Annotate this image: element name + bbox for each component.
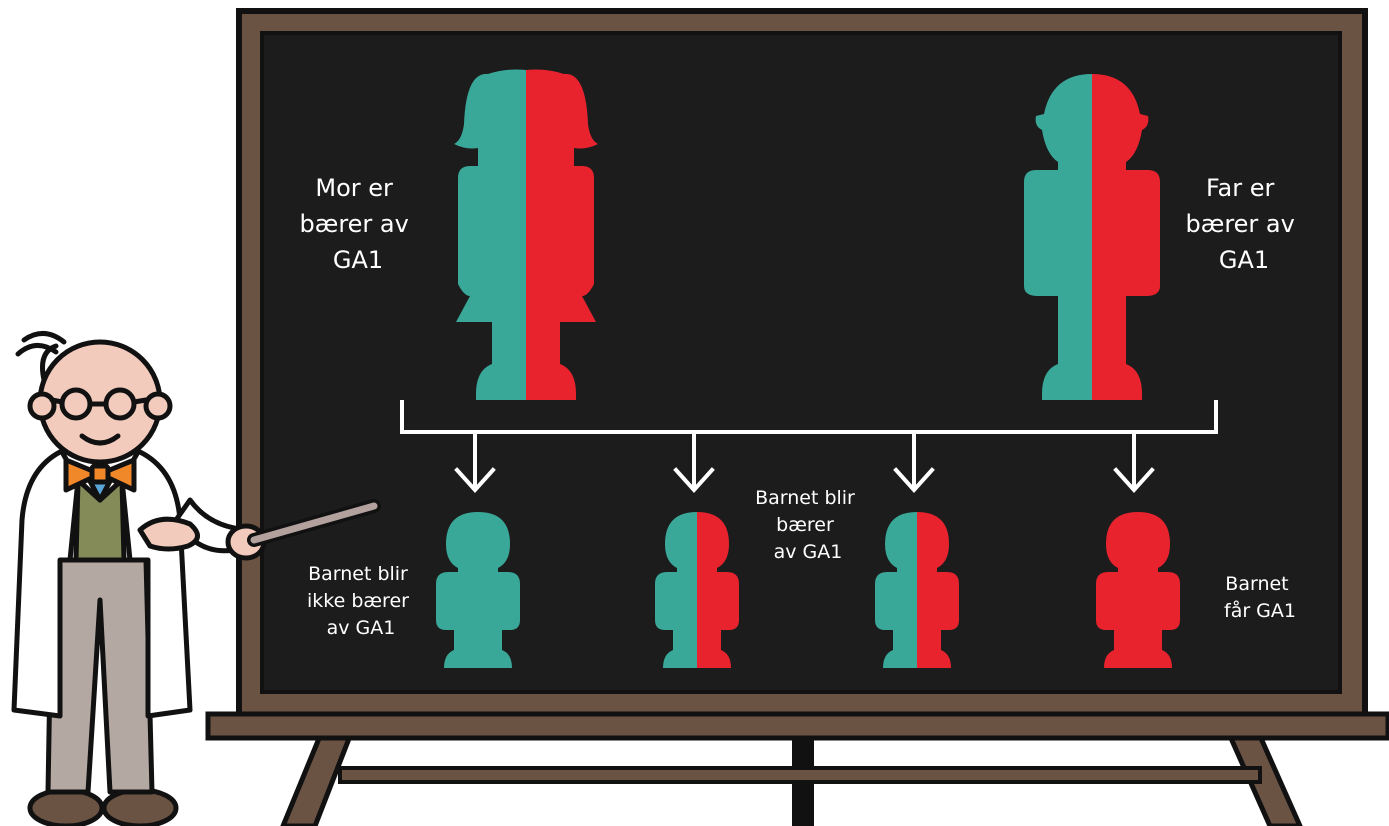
easel-legs [283,736,1300,826]
professor-icon [14,333,264,826]
